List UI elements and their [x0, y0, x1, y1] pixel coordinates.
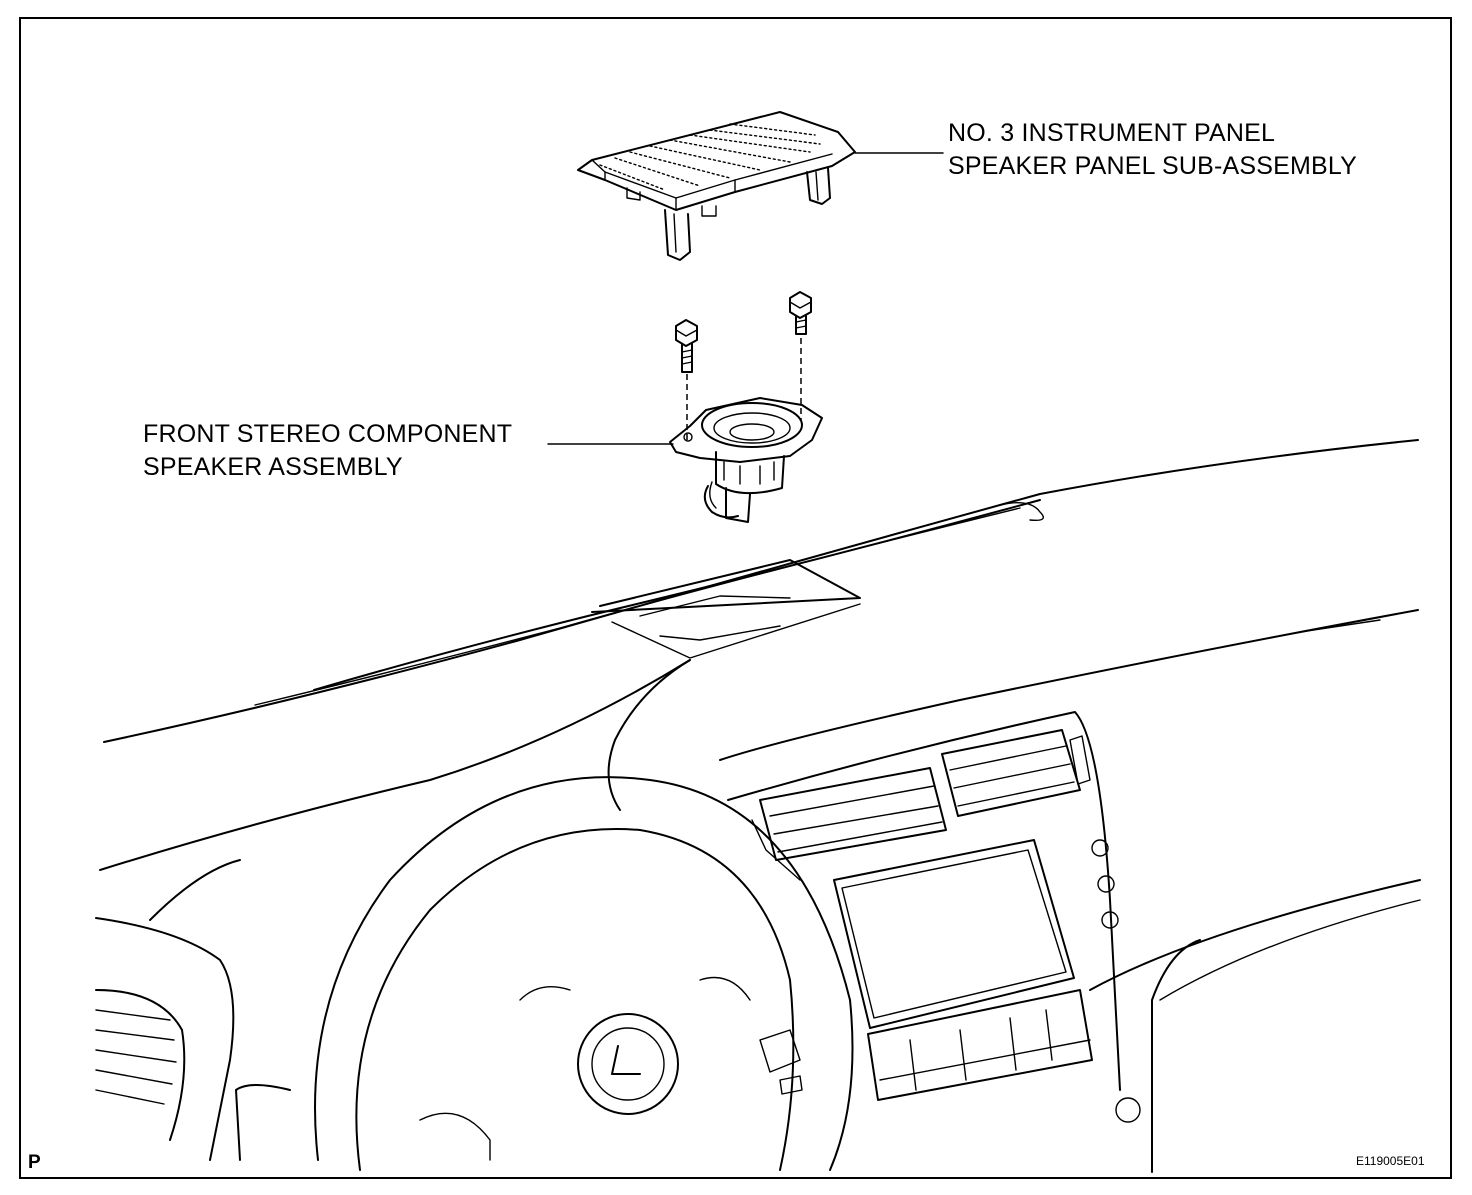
speaker-assembly: [669, 397, 823, 523]
center-console: [727, 711, 1141, 1123]
speaker-label-line1: FRONT STEREO COMPONENT: [143, 420, 513, 448]
panel-label-line2: SPEAKER PANEL SUB-ASSEMBLY: [948, 152, 1358, 180]
figure-border: [19, 17, 1452, 1179]
bolt-right: [789, 291, 812, 335]
gauge-hood: [149, 859, 491, 1161]
steering-wheel: [314, 776, 854, 1171]
left-air-vent: [95, 917, 235, 1161]
panel-label-line1: NO. 3 INSTRUMENT PANEL: [948, 119, 1276, 147]
bolt-left: [675, 319, 698, 373]
speaker-label-line2: SPEAKER ASSEMBLY: [143, 453, 403, 481]
dashboard-outline: [99, 439, 1421, 1173]
corner-mark: P: [28, 1152, 41, 1173]
figure-code: E119005E01: [1356, 1154, 1425, 1168]
speaker-panel-cover: [577, 111, 856, 261]
